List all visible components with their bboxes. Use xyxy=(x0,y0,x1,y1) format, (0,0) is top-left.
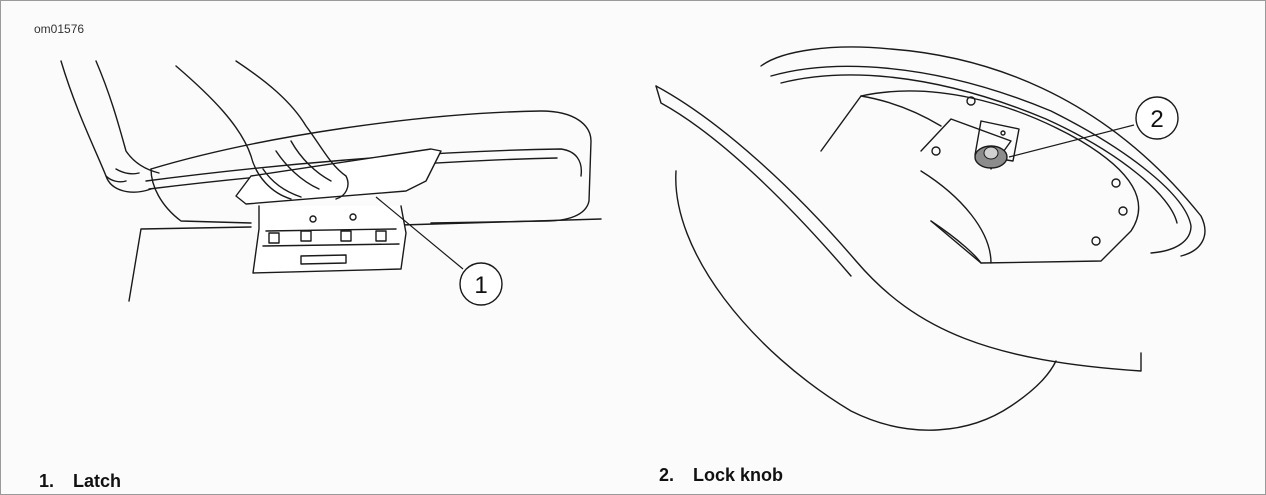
latch-plate xyxy=(235,148,442,205)
legend-label: Lock knob xyxy=(693,465,784,485)
legend-item-lock-knob: 2. Lock knob xyxy=(659,465,783,486)
lock-knob-illustration: 2 xyxy=(655,46,1206,431)
figure-id: om01576 xyxy=(34,22,85,36)
callout-2-number: 2 xyxy=(1150,106,1163,133)
legend-label: Latch xyxy=(73,471,122,491)
legend-number: 2. xyxy=(659,465,675,485)
lock-knob xyxy=(974,145,1008,169)
legend-number: 1. xyxy=(39,471,55,491)
legend-item-latch: 1. Latch xyxy=(39,471,121,492)
callout-1: 1 xyxy=(375,196,503,306)
callout-1-number: 1 xyxy=(474,272,487,299)
latch-illustration: 1 xyxy=(60,60,602,306)
callout-2: 2 xyxy=(1008,96,1179,158)
